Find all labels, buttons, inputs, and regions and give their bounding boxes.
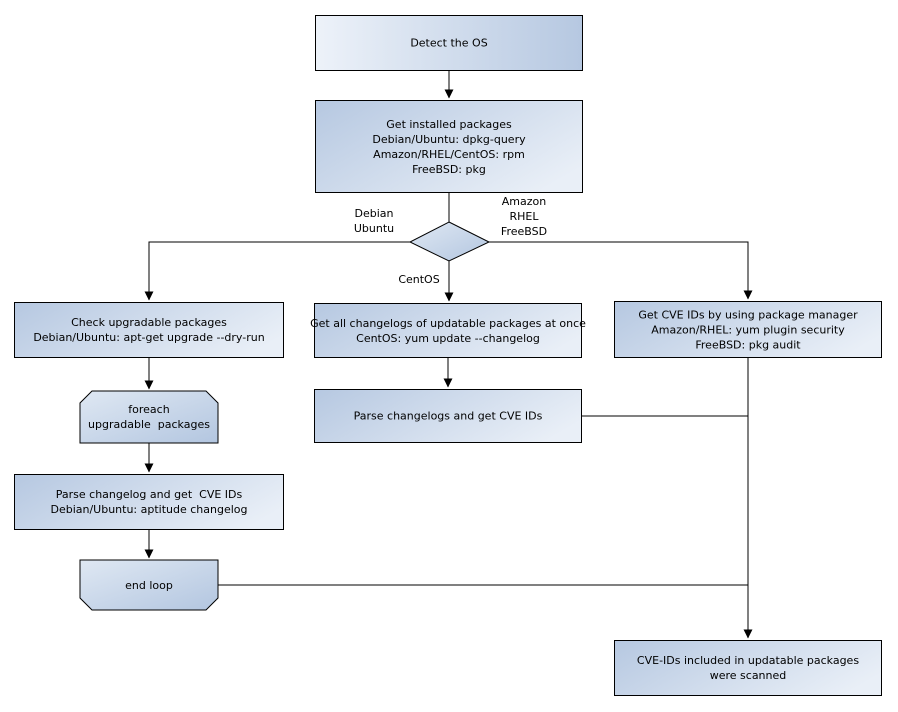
node-parse-changelog-debian: Parse changelog and get CVE IDs Debian/U… <box>14 474 284 530</box>
edge-decision-to-check-upgradable <box>144 241 410 301</box>
loop-start-shape <box>79 390 219 444</box>
edge-label-centos: CentOS <box>398 273 440 286</box>
node-foreach-loop-start-label: foreach upgradable packages <box>88 403 210 431</box>
node-get-all-changelogs-label: Get all changelogs of updatable packages… <box>310 316 586 345</box>
node-parse-changelog-debian-label: Parse changelog and get CVE IDs Debian/U… <box>50 488 248 516</box>
edge-label-amazon-rhel-freebsd: Amazon RHEL FreeBSD <box>500 195 548 238</box>
edge-decision-to-get-cve-ids <box>489 241 753 300</box>
node-end-loop: end loop <box>80 560 218 610</box>
node-parse-changelogs-centos: Parse changelogs and get CVE IDs <box>314 389 582 443</box>
node-result-scanned-label: CVE-IDs included in updatable packages w… <box>636 654 860 682</box>
decision-diamond-shape <box>408 221 491 262</box>
loop-end-shape <box>79 559 219 611</box>
node-check-upgradable-label: Check upgradable packages Debian/Ubuntu:… <box>33 316 265 344</box>
node-get-cve-ids-pkg-manager: Get CVE IDs by using package manager Ama… <box>614 301 882 358</box>
node-detect-os-label: Detect the OS <box>410 36 488 50</box>
node-detect-os: Detect the OS <box>315 15 583 71</box>
node-get-installed-packages-label: Get installed packages Debian/Ubuntu: dp… <box>372 117 526 176</box>
node-get-all-changelogs: Get all changelogs of updatable packages… <box>310 303 586 358</box>
node-end-loop-label: end loop <box>125 578 173 592</box>
node-get-installed-packages: Get installed packages Debian/Ubuntu: dp… <box>315 100 583 193</box>
node-foreach-loop-start: foreach upgradable packages <box>80 391 218 443</box>
edge-label-debian-ubuntu: Debian Ubuntu <box>353 207 395 235</box>
node-parse-changelogs-centos-label: Parse changelogs and get CVE IDs <box>353 409 543 423</box>
node-result-scanned: CVE-IDs included in updatable packages w… <box>614 640 882 696</box>
node-get-cve-ids-pkg-manager-label: Get CVE IDs by using package manager Ama… <box>638 308 858 351</box>
node-check-upgradable: Check upgradable packages Debian/Ubuntu:… <box>14 302 284 358</box>
